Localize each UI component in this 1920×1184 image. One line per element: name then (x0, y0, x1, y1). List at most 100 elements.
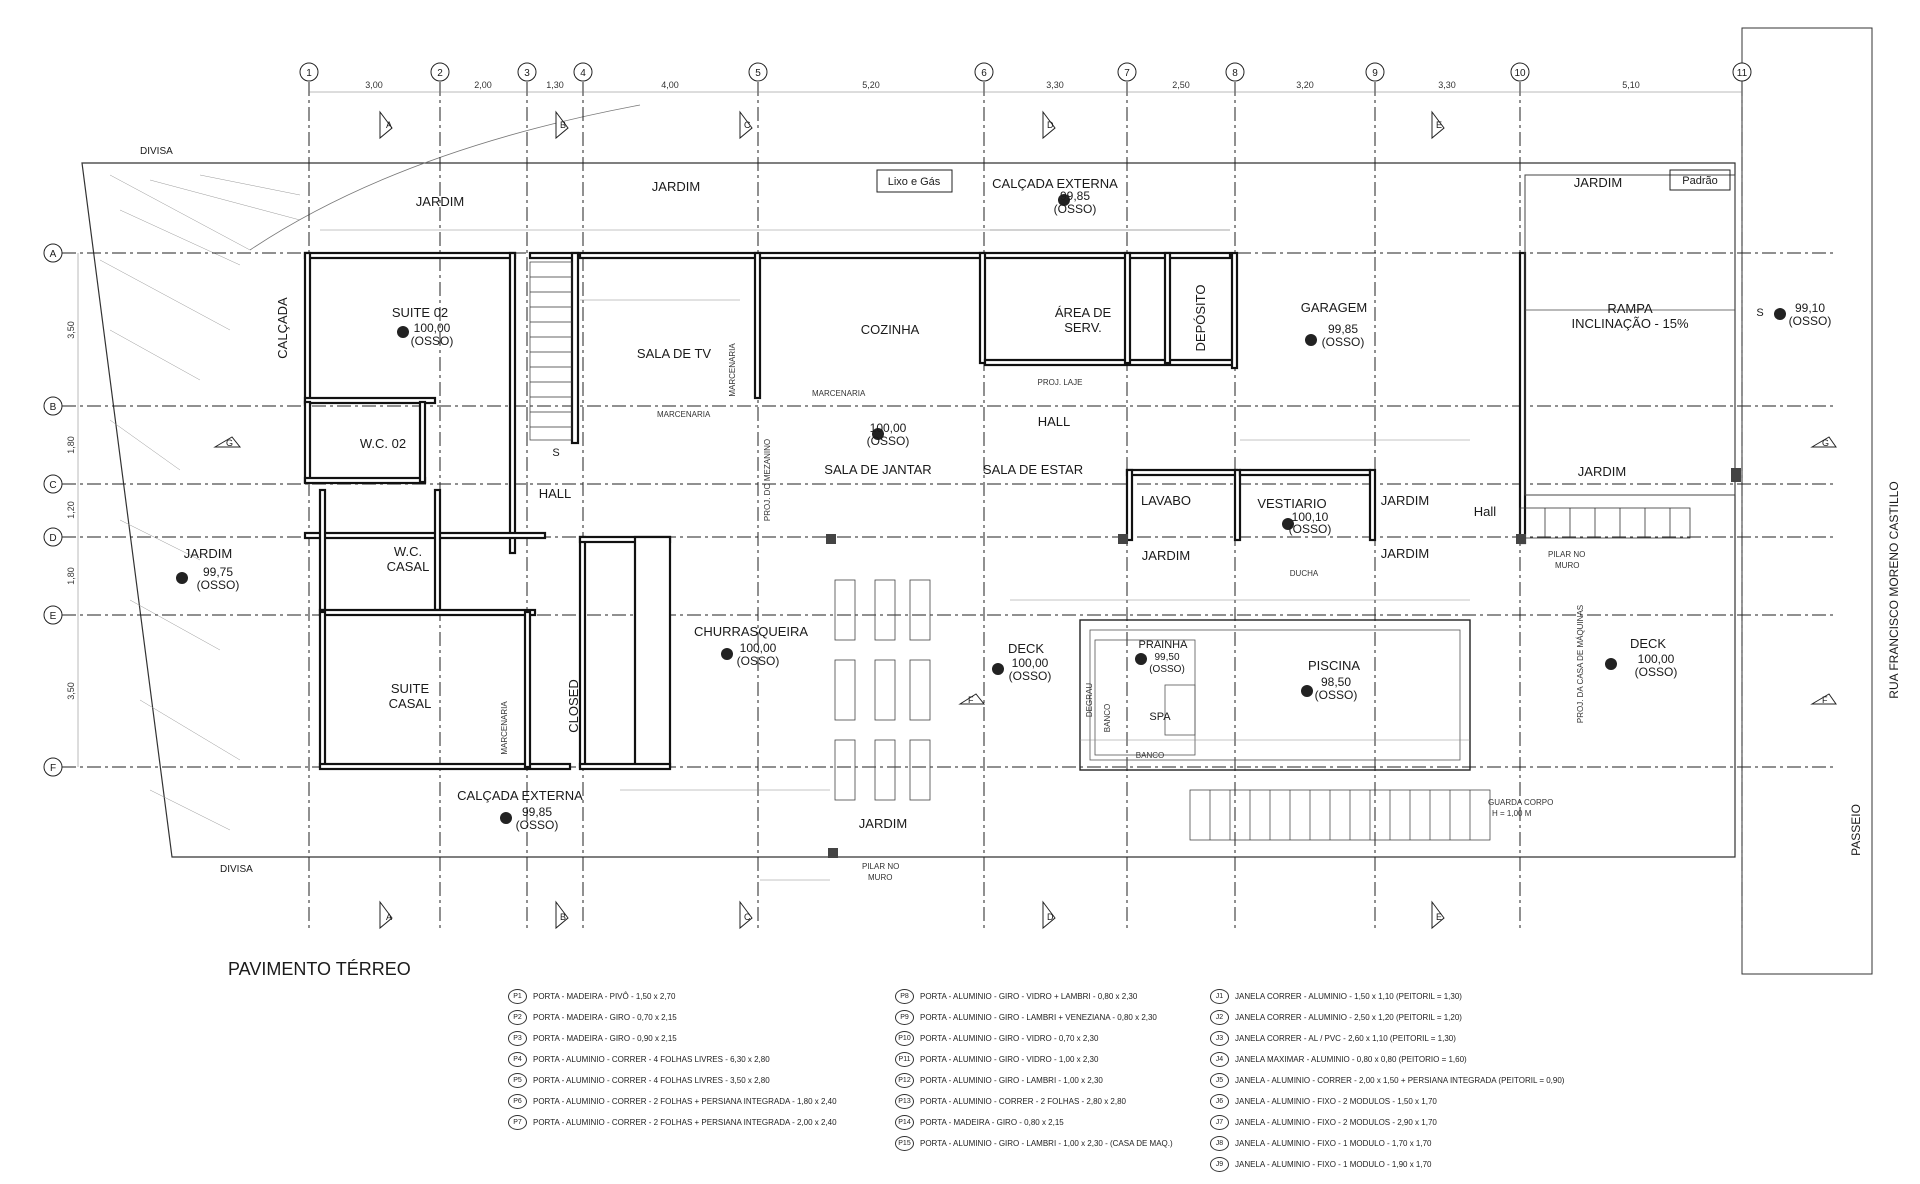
svg-text:99,85: 99,85 (522, 805, 552, 819)
room-jardim-bottom: JARDIM (859, 816, 907, 831)
legend-text: PORTA - ALUMINIO - CORRER - 2 FOLHAS - 2… (920, 1097, 1126, 1106)
svg-text:1,20: 1,20 (66, 501, 76, 519)
svg-text:A: A (386, 120, 392, 130)
legend-text: PORTA - ALUMINIO - GIRO - VIDRO - 1,00 x… (920, 1055, 1099, 1064)
svg-text:PILAR NO: PILAR NO (1548, 550, 1585, 559)
room-wc-casal-2: CASAL (387, 559, 430, 574)
svg-text:S: S (552, 447, 559, 459)
grid-rows (62, 252, 1835, 768)
legend-tag: P8 (895, 989, 914, 1004)
svg-text:E: E (1436, 912, 1442, 922)
room-closed: CLOSED (566, 679, 581, 732)
legend-text: PORTA - MADEIRA - GIRO - 0,70 x 2,15 (533, 1013, 677, 1022)
svg-text:3,50: 3,50 (66, 321, 76, 339)
svg-text:D: D (1047, 120, 1054, 130)
room-wc-casal-1: W.C. (394, 544, 422, 559)
svg-text:(OSSO): (OSSO) (1054, 202, 1097, 216)
svg-text:3,00: 3,00 (365, 80, 383, 90)
svg-text:3: 3 (524, 68, 530, 79)
svg-text:A: A (386, 912, 392, 922)
svg-text:2,00: 2,00 (474, 80, 492, 90)
svg-text:2: 2 (437, 68, 443, 79)
room-jardim-top3: JARDIM (1574, 175, 1622, 190)
room-hall-top: HALL (1038, 414, 1071, 429)
svg-text:(OSSO): (OSSO) (1289, 522, 1332, 536)
svg-text:(OSSO): (OSSO) (516, 818, 559, 832)
legend-text: JANELA CORRER - ALUMINIO - 2,50 x 1,20 (… (1235, 1013, 1462, 1022)
legend-text: JANELA - ALUMINIO - FIXO - 1 MODULO - 1,… (1235, 1139, 1432, 1148)
legend-tag: J2 (1210, 1010, 1229, 1025)
room-area-serv-1: ÁREA DE (1055, 305, 1112, 320)
svg-text:G: G (1822, 438, 1829, 448)
svg-text:A: A (50, 249, 57, 260)
column-dimensions: 3,00 2,00 1,30 4,00 5,20 3,30 2,50 3,20 … (309, 80, 1742, 93)
room-churrasqueira: CHURRASQUEIRA (694, 624, 808, 639)
legend-text: JANELA CORRER - ALUMINIO - 1,50 x 1,10 (… (1235, 992, 1462, 1001)
legend-text: JANELA CORRER - AL / PVC - 2,60 x 1,10 (… (1235, 1034, 1456, 1043)
svg-text:8: 8 (1232, 68, 1238, 79)
legend-text: PORTA - ALUMINIO - GIRO - VIDRO + LAMBRI… (920, 992, 1138, 1001)
legend-tag: P14 (895, 1115, 914, 1130)
svg-text:100,00: 100,00 (1012, 656, 1049, 670)
svg-text:(OSSO): (OSSO) (867, 434, 910, 448)
svg-text:99,10: 99,10 (1795, 301, 1825, 315)
svg-text:99,85: 99,85 (1328, 322, 1358, 336)
legend-tag: P4 (508, 1052, 527, 1067)
svg-text:3,50: 3,50 (66, 682, 76, 700)
svg-text:(OSSO): (OSSO) (1635, 665, 1678, 679)
legend-tag: J9 (1210, 1157, 1229, 1172)
svg-text:2,50: 2,50 (1172, 80, 1190, 90)
svg-text:100,00: 100,00 (740, 641, 777, 655)
annotations: MARCENARIA MARCENARIA MARCENARIA MARCENA… (500, 307, 1764, 882)
legend-tag: J7 (1210, 1115, 1229, 1130)
svg-text:MARCENARIA: MARCENARIA (812, 389, 866, 398)
svg-text:(OSSO): (OSSO) (1149, 664, 1185, 675)
legend-tag: P6 (508, 1094, 527, 1109)
legend-text: PORTA - ALUMINIO - GIRO - VIDRO - 0,70 x… (920, 1034, 1099, 1043)
legend-tag: P5 (508, 1073, 527, 1088)
sidewalk-label: PASSEIO (1849, 804, 1863, 856)
room-garagem: GARAGEM (1301, 300, 1367, 315)
room-area-serv-2: SERV. (1064, 320, 1102, 335)
room-labels: SUITE 02 100,00 (OSSO) W.C. 02 CALÇADA S… (184, 175, 1832, 832)
svg-text:BANCO: BANCO (1103, 704, 1112, 732)
room-suite02: SUITE 02 (392, 305, 448, 320)
legend-tag: J6 (1210, 1094, 1229, 1109)
svg-text:11: 11 (1737, 68, 1748, 79)
svg-text:H = 1,00 M: H = 1,00 M (1492, 809, 1532, 818)
svg-text:(OSSO): (OSSO) (1315, 688, 1358, 702)
room-suite-casal-1: SUITE (391, 681, 430, 696)
legend-text: PORTA - ALUMINIO - GIRO - LAMBRI - 1,00 … (920, 1076, 1103, 1085)
svg-text:3,30: 3,30 (1438, 80, 1456, 90)
legend-item: J2 JANELA CORRER - ALUMINIO - 2,50 x 1,20… (1210, 1007, 1650, 1028)
svg-text:1,80: 1,80 (66, 436, 76, 454)
room-jardim-top2: JARDIM (652, 179, 700, 194)
room-sala-estar: SALA DE ESTAR (983, 462, 1083, 477)
room-deck: DECK (1008, 641, 1044, 656)
site-boundary (81, 162, 1736, 858)
room-sala-tv: SALA DE TV (637, 346, 712, 361)
room-calcada-externa-bottom: CALÇADA EXTERNA (457, 788, 583, 803)
svg-text:PROJ. DO MEZANINO: PROJ. DO MEZANINO (763, 439, 772, 521)
padrao-label: Padrão (1682, 175, 1717, 187)
svg-text:100,00: 100,00 (870, 421, 907, 435)
room-vestiario: VESTIARIO (1257, 496, 1326, 511)
svg-text:5: 5 (755, 68, 761, 79)
svg-text:98,50: 98,50 (1321, 675, 1351, 689)
svg-text:(OSSO): (OSSO) (1009, 669, 1052, 683)
room-deposito: DEPÓSITO (1193, 285, 1208, 352)
svg-text:99,85: 99,85 (1060, 189, 1090, 203)
walls (303, 169, 1741, 858)
